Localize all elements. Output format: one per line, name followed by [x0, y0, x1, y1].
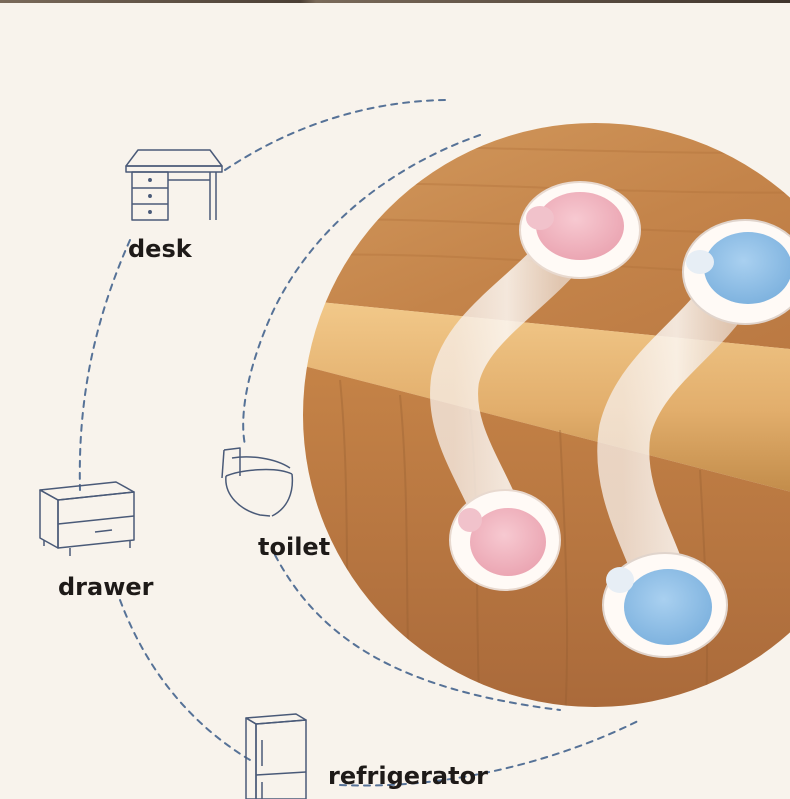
- inner-dashed-arc: [242, 134, 561, 711]
- toilet-icon: [221, 447, 294, 517]
- top-edge-bar: [0, 0, 790, 3]
- product-photo: [303, 123, 790, 707]
- left-bottom-lock-button: [449, 489, 561, 591]
- refrigerator-label: refrigerator: [328, 762, 488, 790]
- left-top-lock-button: [519, 181, 641, 279]
- outer-dashed-arc: [78, 99, 641, 787]
- drawer-label: drawer: [58, 573, 154, 601]
- desk-label: desk: [128, 235, 192, 263]
- right-bottom-lock-button: [602, 552, 728, 658]
- toilet-label: toilet: [258, 533, 331, 561]
- refrigerator-icon: [245, 713, 307, 799]
- drawer-icon: [39, 481, 135, 556]
- dashed-connector-lines: [78, 99, 641, 787]
- right-top-lock-button: [682, 219, 790, 325]
- desk-icon: [125, 149, 223, 221]
